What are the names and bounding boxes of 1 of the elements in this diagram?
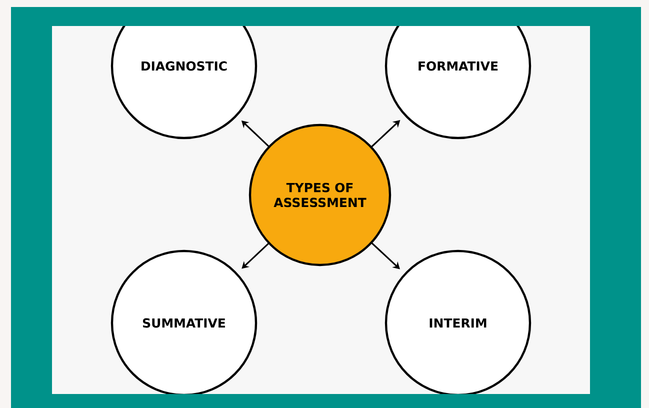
arrow (242, 242, 270, 269)
